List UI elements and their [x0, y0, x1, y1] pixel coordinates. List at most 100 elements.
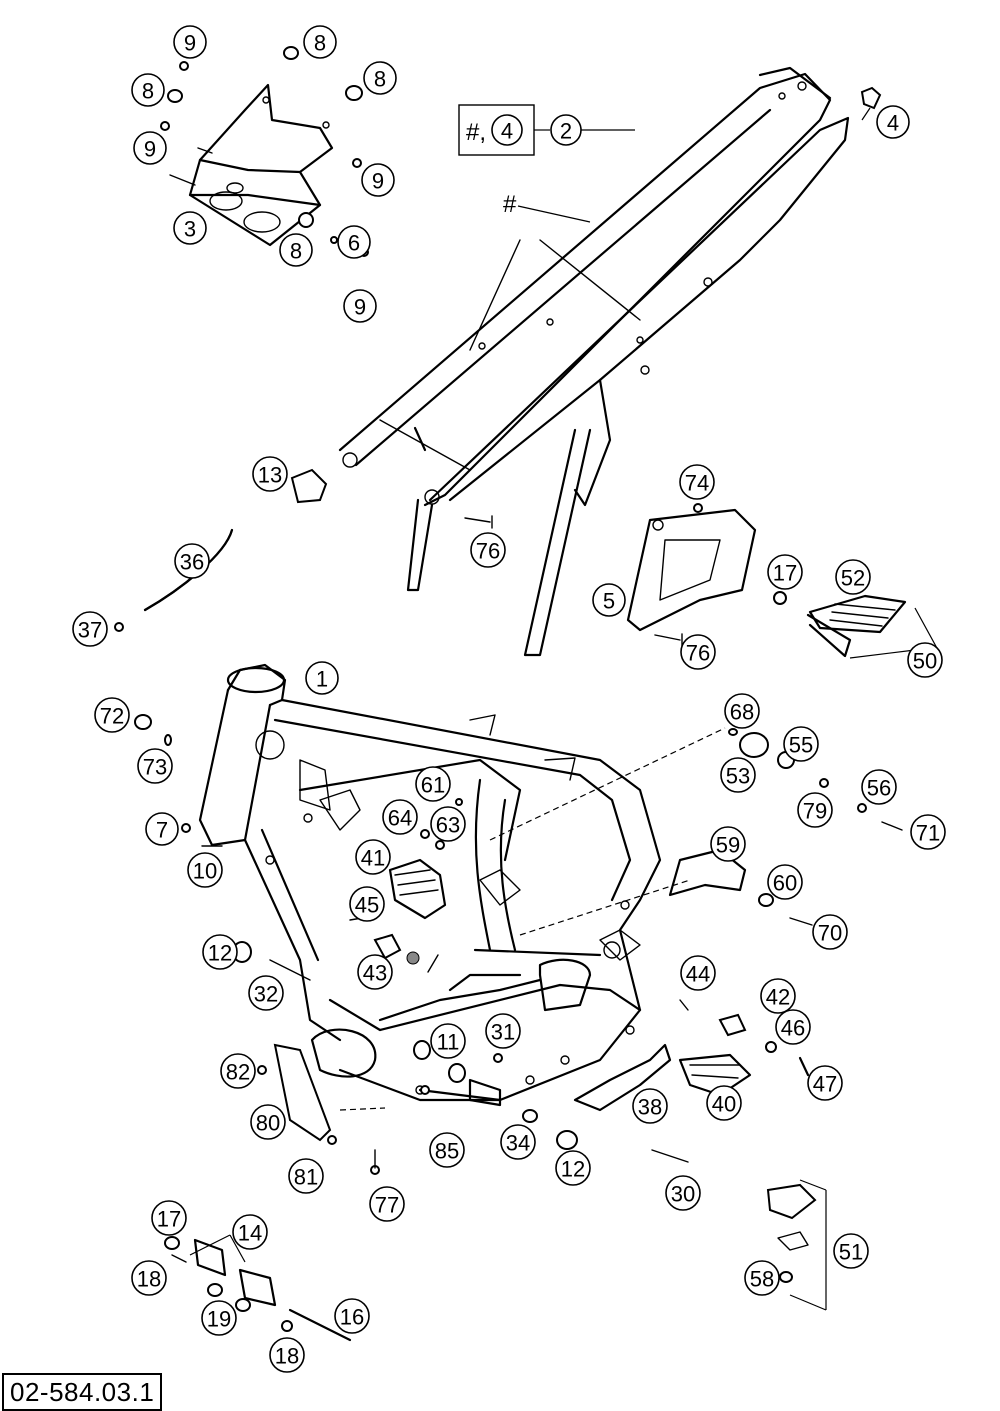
callout-number: 73: [143, 755, 167, 780]
callout-number: 8: [374, 67, 386, 92]
callout-circle: [173, 25, 207, 59]
callout-number: 85: [435, 1139, 459, 1164]
callout-37: 37: [72, 611, 108, 647]
callout-51: 51: [833, 1233, 869, 1269]
callout-number: 81: [294, 1165, 318, 1190]
callout-41: 41: [355, 839, 391, 875]
callout-64: 64: [382, 799, 418, 835]
callout-number: 30: [671, 1182, 695, 1207]
frame-side-parts-drawing: [134, 714, 578, 1175]
callout-number: 76: [476, 539, 500, 564]
callout-47: 47: [807, 1065, 843, 1101]
callout-number: 74: [685, 471, 709, 496]
callout-81: 81: [288, 1158, 324, 1194]
callout-circle: [363, 61, 397, 95]
callout-number: 68: [730, 700, 754, 725]
callout-circle: [252, 456, 288, 492]
callout-circle: [174, 543, 210, 579]
callout-circle: [232, 1214, 268, 1250]
callout-circle: [720, 757, 756, 793]
skid-plate-drawing: [169, 83, 334, 247]
callout-circle: [724, 693, 760, 729]
callout-85: 85: [429, 1132, 465, 1168]
callout-10: 10: [187, 852, 223, 888]
callout-circle: [187, 852, 223, 888]
callout-circle: [430, 1023, 466, 1059]
drawing-number: 02-584.03.1: [2, 1373, 163, 1411]
callout-17: 17: [151, 1200, 187, 1236]
bolt-drawing: [464, 515, 493, 529]
callout-number: 12: [561, 1157, 585, 1182]
callout-9: 9: [173, 25, 207, 59]
callout-number: 55: [789, 733, 813, 758]
callout-8: 8: [279, 233, 313, 267]
callout-circle: [680, 955, 716, 991]
callout-76: 76: [680, 634, 716, 670]
callout-number: 12: [208, 941, 232, 966]
callout-number: 13: [258, 463, 282, 488]
callout-number: 14: [238, 1221, 262, 1246]
callout-31: 31: [485, 1013, 521, 1049]
callout-36: 36: [174, 543, 210, 579]
callout-number: 80: [256, 1111, 280, 1136]
end-cap-drawing: [860, 86, 882, 110]
callout-61: 61: [415, 766, 451, 802]
callout-number: 8: [290, 239, 302, 264]
callout-number: 58: [750, 1267, 774, 1292]
callout-number: 9: [372, 169, 384, 194]
callout-circle: [343, 289, 377, 323]
callout-circle: [145, 812, 179, 846]
callout-59: 59: [710, 826, 746, 862]
callout-number: 16: [340, 1305, 364, 1330]
axis-line: [339, 1107, 386, 1111]
callout-19: 19: [201, 1300, 237, 1336]
callout-circle: [429, 1132, 465, 1168]
callout-circle: [248, 975, 284, 1011]
callout-32: 32: [248, 975, 284, 1011]
callout-40: 40: [706, 1085, 742, 1121]
callout-circle: [910, 814, 946, 850]
callout-circle: [250, 1104, 286, 1140]
engine-mount-drawing: [164, 1234, 352, 1342]
callout-number: 51: [839, 1240, 863, 1265]
callout-18: 18: [269, 1337, 305, 1373]
callout-number: 3: [184, 217, 196, 242]
callout-circle: [220, 1053, 256, 1089]
callout-circle: [710, 826, 746, 862]
callout-number: 72: [100, 704, 124, 729]
frame-group-label: #, 4 2: [458, 104, 582, 156]
callout-60: 60: [767, 864, 803, 900]
callout-circle: [303, 25, 337, 59]
callout-number: 32: [254, 982, 278, 1007]
callout-number: 17: [773, 561, 797, 586]
callout-13: 13: [252, 456, 288, 492]
callout-number: 7: [156, 818, 168, 843]
callout-number: 70: [818, 921, 842, 946]
callout-number: 60: [773, 871, 797, 896]
callout-circle: [665, 1175, 701, 1211]
left-footpeg-drawing: [349, 798, 463, 973]
callout-8: 8: [131, 73, 165, 107]
callout-number: 11: [437, 1030, 460, 1055]
callout-number: 9: [144, 137, 156, 162]
callout-38: 38: [632, 1088, 668, 1124]
callout-77: 77: [369, 1186, 405, 1222]
callout-number: 46: [781, 1016, 805, 1041]
callout-number: 76: [686, 641, 710, 666]
callout-circle: [337, 225, 371, 259]
callout-circle: [94, 697, 130, 733]
callout-18: 18: [131, 1260, 167, 1296]
callout-number: 47: [813, 1072, 837, 1097]
callout-76: 76: [470, 532, 506, 568]
callout-72: 72: [94, 697, 130, 733]
callout-43: 43: [357, 954, 393, 990]
side-stand-drawing: [766, 1179, 827, 1311]
callout-number: 52: [841, 566, 865, 591]
callout-circle: [470, 532, 506, 568]
callout-number: 17: [157, 1207, 181, 1232]
callout-circle: [907, 642, 943, 678]
callout-circle: [355, 839, 391, 875]
main-frame-drawing: [198, 663, 662, 1107]
callout-circle: [173, 211, 207, 245]
